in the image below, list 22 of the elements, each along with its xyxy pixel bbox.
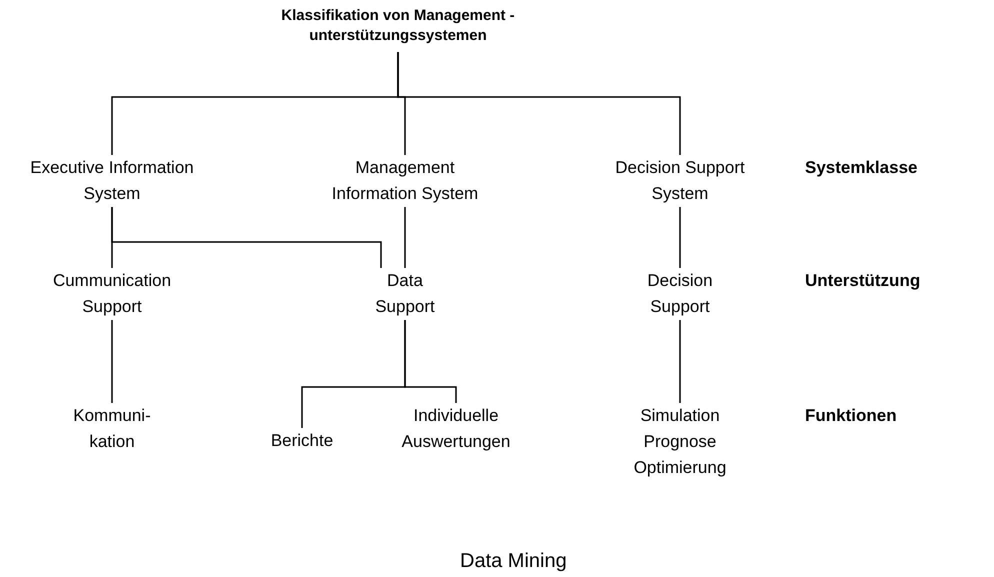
node-label: Management Information System <box>330 157 480 205</box>
level-label: Systemklasse <box>805 157 918 179</box>
level-label: Funktionen <box>805 405 897 427</box>
connector-line <box>679 207 681 268</box>
node-label: Berichte <box>270 430 334 452</box>
level-label: Unterstützung <box>805 270 920 292</box>
connector-line <box>679 320 681 403</box>
connector-line <box>111 207 382 268</box>
node-label: Decision Support System <box>614 157 746 205</box>
node-label: Individuelle Auswertungen <box>400 405 512 453</box>
connector-line <box>397 52 681 155</box>
node-label: Simulation Prognose Optimierung <box>632 405 728 479</box>
heading-label: Klassifikation von Management - unterstützungssystemen <box>280 6 516 46</box>
node-label: Decision Support <box>646 270 714 318</box>
connector-line <box>404 320 457 403</box>
node-label: Data Support <box>374 270 436 318</box>
node-label: Executive Information System <box>29 157 195 205</box>
node-label: Cummunication Support <box>52 270 172 318</box>
node-label: Kommuni- kation <box>72 405 152 453</box>
note-text: Data Mining <box>460 549 567 574</box>
connector-line <box>404 207 406 268</box>
connector-line <box>111 320 113 403</box>
